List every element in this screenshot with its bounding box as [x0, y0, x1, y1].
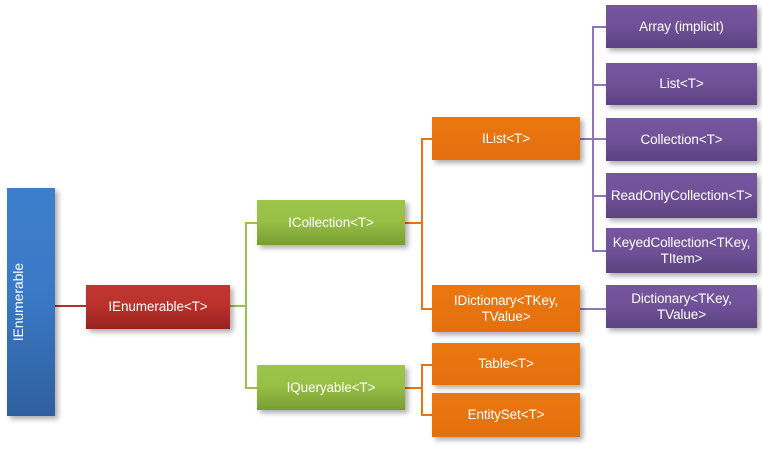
node-iqueryable[interactable]: IQueryable<T>: [257, 365, 405, 410]
node-entityset-label: EntitySet<T>: [467, 407, 545, 423]
connector-icollection-stub: [404, 222, 422, 224]
node-collection-class-label: Collection<T>: [640, 131, 723, 147]
connector-to-readonlycollection: [592, 195, 607, 197]
node-icollection[interactable]: ICollection<T>: [257, 200, 405, 245]
connector-iqueryable-stub: [404, 387, 422, 389]
connector-to-collection-class: [592, 138, 607, 140]
node-array[interactable]: Array (implicit): [606, 5, 757, 48]
connector-to-icollection: [245, 222, 258, 224]
connector-to-array: [592, 26, 607, 28]
connector-generic-stub: [229, 305, 246, 307]
node-collection-class[interactable]: Collection<T>: [606, 118, 757, 161]
connector-to-keyedcollection: [592, 250, 607, 252]
node-idictionary[interactable]: IDictionary<TKey, TValue>: [432, 285, 580, 332]
node-ilist-label: IList<T>: [482, 130, 530, 146]
node-list-label: List<T>: [659, 76, 704, 92]
node-idictionary-label: IDictionary<TKey, TValue>: [453, 292, 559, 324]
connector-idictionary-to-dictionary: [580, 308, 607, 310]
node-readonlycollection[interactable]: ReadOnlyCollection<T>: [606, 173, 757, 218]
node-ilist[interactable]: IList<T>: [432, 117, 580, 160]
node-ienumerable-generic-label: IEnumerable<T>: [108, 299, 208, 315]
node-ienumerable[interactable]: IEnumerable: [7, 188, 55, 416]
node-dictionary[interactable]: Dictionary<TKey, TValue>: [606, 285, 757, 328]
node-keyedcollection-label: KeyedCollection<TKey, TItem>: [612, 234, 751, 266]
node-entityset[interactable]: EntitySet<T>: [432, 393, 580, 437]
connector-icollection-spine: [421, 138, 423, 310]
node-keyedcollection[interactable]: KeyedCollection<TKey, TItem>: [606, 228, 757, 273]
connector-to-ilist: [421, 138, 433, 140]
node-readonlycollection-label: ReadOnlyCollection<T>: [610, 187, 753, 203]
node-list[interactable]: List<T>: [606, 63, 757, 105]
connector-to-entityset: [421, 414, 433, 416]
node-table-label: Table<T>: [478, 356, 534, 372]
node-dictionary-label: Dictionary<TKey, TValue>: [631, 290, 732, 322]
node-ienumerable-generic[interactable]: IEnumerable<T>: [86, 285, 230, 329]
node-iqueryable-label: IQueryable<T>: [286, 379, 376, 395]
connector-iqueryable-spine: [421, 364, 423, 415]
connector-ilist-stub: [580, 138, 594, 140]
connector-to-iqueryable: [245, 387, 258, 389]
connector-to-table: [421, 364, 433, 366]
connector-generic-spine: [245, 222, 247, 388]
connector-root-to-generic: [55, 305, 86, 307]
node-array-label: Array (implicit): [639, 18, 724, 34]
node-ienumerable-label: IEnumerable: [10, 262, 26, 342]
connector-to-list: [592, 84, 607, 86]
node-table[interactable]: Table<T>: [432, 343, 580, 385]
connector-to-idictionary: [421, 308, 433, 310]
node-icollection-label: ICollection<T>: [288, 214, 374, 230]
